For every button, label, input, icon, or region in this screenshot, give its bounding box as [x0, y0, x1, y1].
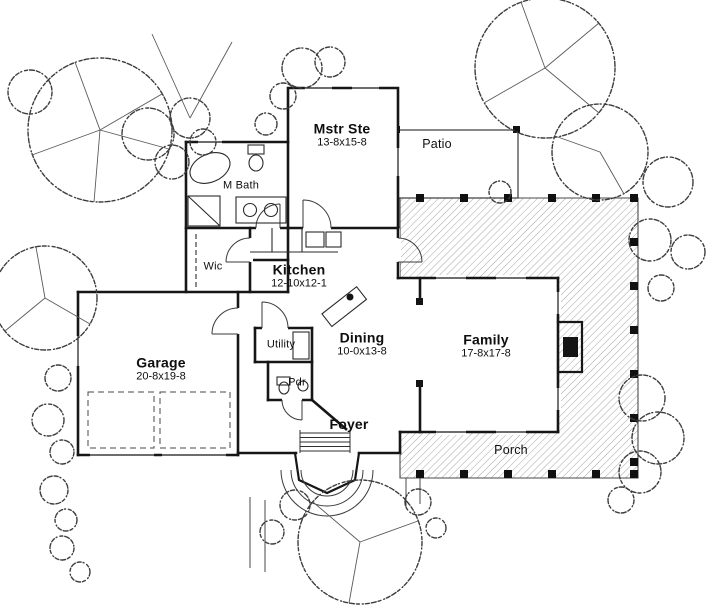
- room-label-wic: Wic: [204, 261, 223, 274]
- patio-outline: [397, 129, 519, 199]
- room-dims: 17-8x17-8: [461, 347, 511, 360]
- garage-door-tracks: [87, 391, 231, 449]
- house-rooms-fill: [78, 88, 558, 493]
- windows: [77, 87, 559, 456]
- trees: [0, 0, 706, 605]
- room-name: Wic: [203, 260, 223, 273]
- room-label-kitchen: Kitchen 12-10x12-1: [271, 262, 327, 291]
- room-dims: 20-8x19-8: [136, 370, 186, 383]
- room-label-porch: Porch: [494, 443, 528, 457]
- room-name: Garage: [136, 354, 186, 371]
- columns-and-accents: [346, 293, 578, 387]
- room-label-pdr: Pdr: [288, 377, 306, 390]
- room-label-foyer: Foyer: [329, 416, 368, 432]
- room-name: Patio: [422, 136, 452, 151]
- fixtures: [187, 144, 368, 395]
- room-name: Porch: [494, 442, 528, 457]
- room-label-m-bath: M Bath: [223, 180, 259, 193]
- room-name: Mstr Ste: [313, 120, 371, 137]
- room-name: Dining: [339, 329, 385, 346]
- door-swings: [211, 199, 423, 421]
- room-dims: 12-10x12-1: [271, 277, 327, 290]
- stairs: [299, 430, 351, 453]
- porch-posts: [393, 126, 638, 478]
- room-dims: 13-8x15-8: [317, 136, 367, 149]
- room-label-family: Family 17-8x17-8: [461, 332, 511, 361]
- room-dims: 10-0x13-8: [337, 345, 387, 358]
- room-label-dining: Dining 10-0x13-8: [337, 330, 387, 359]
- room-name: Pdr: [288, 376, 306, 389]
- tree-branches: [4, 1, 625, 604]
- room-label-garage: Garage 20-8x19-8: [136, 355, 186, 384]
- room-name: Kitchen: [272, 261, 326, 278]
- room-label-mstr-ste: Mstr Ste 13-8x15-8: [314, 121, 371, 150]
- room-name: Foyer: [329, 415, 369, 432]
- walkway-lines: [249, 478, 421, 572]
- room-name: M Bath: [222, 179, 260, 192]
- room-label-patio: Patio: [422, 137, 452, 151]
- room-name: Utility: [266, 338, 296, 351]
- room-label-utility: Utility: [267, 339, 295, 352]
- room-name: Family: [463, 331, 509, 348]
